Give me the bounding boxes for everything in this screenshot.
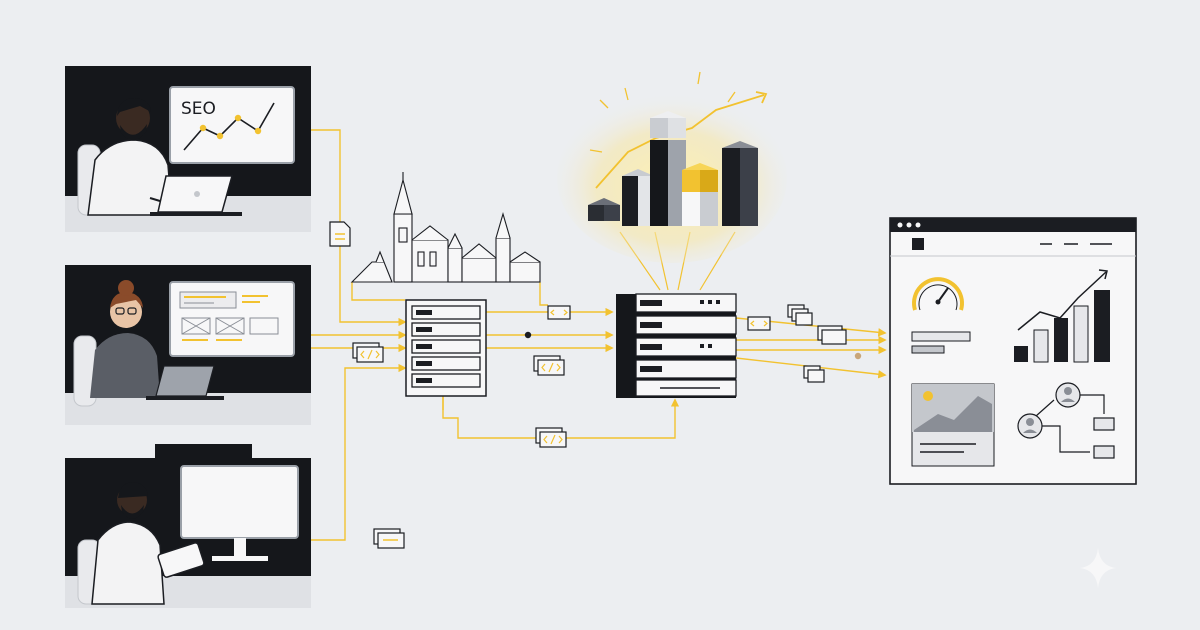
- dev-worker-panel: [65, 265, 311, 425]
- sparkle-icon: [1080, 548, 1116, 588]
- seo-trend-line: [183, 102, 275, 151]
- dev-person-illustration: [73, 280, 160, 407]
- performance-bar-chart: [1014, 269, 1110, 363]
- document-stack-icon: [803, 365, 825, 383]
- laptop-icon: [146, 365, 224, 400]
- mobile-person-illustration: [77, 482, 165, 605]
- image-card: [911, 383, 995, 467]
- document-icon: [329, 221, 351, 247]
- user-flow-diagram: [1017, 382, 1115, 459]
- speedometer-icon: [912, 277, 964, 311]
- blank-monitor: [180, 465, 299, 539]
- user-avatar-icon: [1055, 382, 1081, 408]
- tablet-icon: [157, 542, 205, 578]
- code-tag-icon: [535, 427, 567, 448]
- seo-label: SEO: [181, 99, 216, 119]
- dashboard-browser-window: [889, 217, 1137, 485]
- user-avatar-icon: [1017, 413, 1043, 439]
- seo-trend-points: [199, 114, 262, 140]
- document-stack-icon: [817, 325, 847, 345]
- connector-dot: [524, 331, 532, 339]
- server-rack-icon: [405, 299, 487, 397]
- connector-dot: [854, 352, 862, 360]
- code-tag-icon: [747, 316, 771, 331]
- code-tag-icon: [373, 528, 405, 549]
- server-rack-icon: [616, 293, 737, 398]
- wireframe-layout: [179, 291, 279, 341]
- code-tag-icon: [533, 355, 565, 376]
- code-tag-icon: [352, 342, 384, 363]
- code-tag-icon: [547, 305, 571, 320]
- mobile-worker-panel: [65, 444, 311, 608]
- city-skyline-illustration: [350, 172, 541, 283]
- seo-worker-panel: SEO: [65, 66, 311, 232]
- laptop-icon: [150, 175, 242, 216]
- glow-sparkles: [589, 71, 736, 153]
- seo-person-illustration: [77, 98, 173, 216]
- isometric-bar-chart: [588, 111, 758, 226]
- document-stack-icon: [787, 304, 813, 326]
